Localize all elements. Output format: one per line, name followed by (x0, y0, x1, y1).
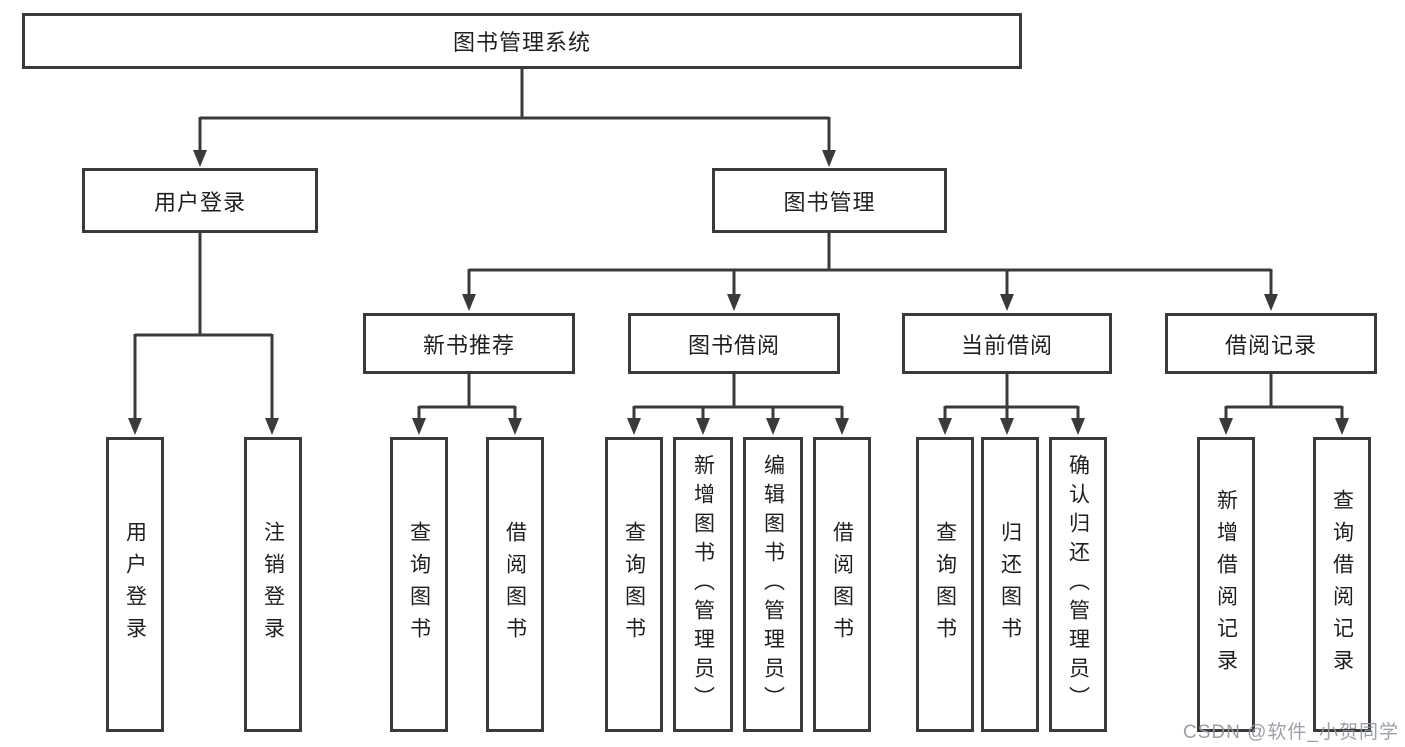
node-label: 借阅记录 (1224, 332, 1317, 358)
node-label: 用户登录 (123, 520, 147, 649)
node-label: 新增借阅记录 (1214, 488, 1238, 681)
node-borrowing-records: 借阅记录 (1165, 313, 1377, 374)
node-label: 查询图书 (622, 520, 646, 649)
node-user-login-leaf: 用户登录 (106, 437, 164, 732)
node-confirm-return-admin: 确认归还（管理员） (1049, 437, 1107, 732)
node-label: 借阅图书 (830, 520, 854, 649)
node-library-management-system: 图书管理系统 (22, 13, 1022, 69)
node-label: 图书借阅 (687, 332, 780, 358)
node-logout: 注销登录 (244, 437, 302, 732)
node-query-books-recommend: 查询图书 (390, 437, 448, 732)
node-book-borrowing: 图书借阅 (628, 313, 840, 374)
arrowheads (128, 150, 1349, 435)
node-label: 查询图书 (933, 520, 957, 649)
node-label: 图书管理 (783, 189, 876, 215)
node-borrow-books-recommend: 借阅图书 (486, 437, 544, 732)
node-query-borrow-record: 查询借阅记录 (1313, 437, 1371, 732)
node-label: 当前借阅 (960, 332, 1053, 358)
node-label: 确认归还（管理员） (1066, 454, 1090, 715)
node-add-books-admin: 新增图书（管理员） (673, 437, 733, 732)
node-query-books-borrowing: 查询图书 (605, 437, 663, 732)
node-add-borrow-record: 新增借阅记录 (1197, 437, 1255, 732)
node-label: 归还图书 (998, 520, 1022, 649)
node-query-books-current: 查询图书 (916, 437, 974, 732)
node-label: 查询借阅记录 (1330, 488, 1354, 681)
node-book-management: 图书管理 (712, 168, 947, 233)
node-label: 图书管理系统 (452, 30, 591, 55)
node-label: 新增图书（管理员） (691, 454, 715, 715)
node-new-book-recommendation: 新书推荐 (363, 313, 575, 374)
node-edit-books-admin: 编辑图书（管理员） (743, 437, 803, 732)
node-label: 注销登录 (261, 520, 285, 649)
node-label: 借阅图书 (503, 520, 527, 649)
csdn-watermark: CSDN @软件_小贺同学 (1183, 722, 1399, 743)
node-borrow-books-borrowing: 借阅图书 (813, 437, 871, 732)
node-label: 编辑图书（管理员） (761, 454, 785, 715)
node-label: 查询图书 (407, 520, 431, 649)
node-label: 新书推荐 (422, 332, 515, 358)
node-current-borrowing: 当前借阅 (902, 313, 1112, 374)
node-label: 用户登录 (153, 189, 246, 215)
node-user-login: 用户登录 (82, 168, 318, 233)
node-return-books: 归还图书 (981, 437, 1039, 732)
